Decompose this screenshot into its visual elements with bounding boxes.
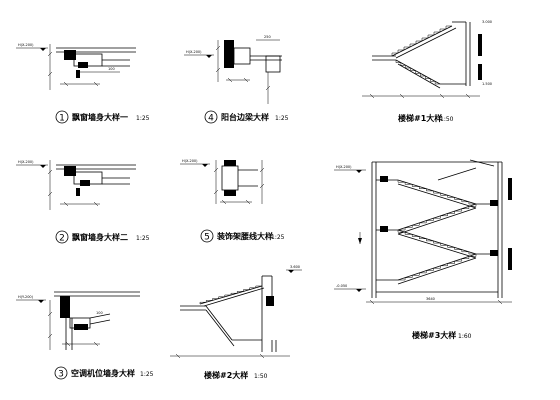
- level-mark-s2: 3.600: [290, 265, 300, 269]
- level-mark-d5: H(X-200): [182, 159, 198, 163]
- stair-3-scale: 1:60: [458, 333, 472, 340]
- detail-2-number: 2: [59, 234, 65, 244]
- stair-2-title: 楼梯#2大样: [204, 370, 248, 380]
- detail-4-drawing: H(X-200) 250: [184, 35, 282, 104]
- stair-3-drawing: H(X-200) -0.050 3: [334, 159, 512, 305]
- svg-text:3.000: 3.000: [482, 20, 492, 24]
- svg-text:250: 250: [264, 35, 271, 39]
- detail-1-number-circle: [55, 110, 69, 124]
- detail-1-drawing: H(X-200) 100: [16, 43, 136, 90]
- detail-5-drawing: H(X-200): [180, 159, 265, 205]
- detail-4-title: 阳台边梁大样: [221, 112, 269, 122]
- svg-text:100: 100: [108, 67, 115, 71]
- level-mark-s3-bottom: -0.050: [336, 284, 347, 288]
- stair-2-drawing: 3.600: [170, 265, 302, 359]
- stair-1-drawing: 3.000 1.500: [362, 20, 492, 99]
- detail-2-number-circle: [55, 230, 69, 244]
- detail-3-drawing: H(Y-200) 100: [16, 291, 140, 350]
- detail-5-number: 5: [204, 233, 210, 243]
- stair-2-scale: 1:50: [254, 373, 268, 380]
- detail-2-drawing: H(X-200): [16, 160, 136, 210]
- level-mark-d3: H(Y-200): [18, 295, 34, 299]
- stair-3-title: 楼梯#3大样: [412, 330, 456, 340]
- detail-1-title: 飘窗墙身大样一: [72, 112, 128, 122]
- stair-1-title: 楼梯#1大样: [398, 113, 442, 123]
- stair-1-scale: 1:50: [440, 116, 454, 123]
- level-mark-d1: H(X-200): [18, 43, 34, 47]
- level-mark-d4: H(X-200): [186, 50, 202, 54]
- level-mark-d2: H(X-200): [18, 160, 34, 164]
- detail-3-title: 空调机位墙身大样: [71, 368, 135, 378]
- detail-4-number: 4: [208, 114, 214, 124]
- level-mark-s3-top: H(X-200): [336, 165, 352, 169]
- svg-text:100: 100: [96, 311, 103, 315]
- detail-2-title: 飘窗墙身大样二: [72, 232, 128, 242]
- svg-text:3640: 3640: [426, 297, 435, 301]
- detail-3-number-circle: [54, 366, 68, 380]
- detail-5-title: 装饰架腰线大样: [216, 231, 273, 241]
- detail-5-scale: 1:25: [271, 234, 285, 241]
- detail-1-number: 1: [59, 114, 65, 124]
- detail-2-scale: 1:25: [136, 235, 150, 242]
- detail-1-scale: 1:25: [136, 115, 150, 122]
- detail-4-number-circle: [204, 110, 218, 124]
- detail-3-scale: 1:25: [140, 371, 154, 378]
- detail-3-number: 3: [58, 370, 64, 380]
- detail-5-number-circle: [200, 229, 214, 243]
- svg-text:1.500: 1.500: [482, 82, 492, 86]
- detail-4-scale: 1:25: [275, 115, 289, 122]
